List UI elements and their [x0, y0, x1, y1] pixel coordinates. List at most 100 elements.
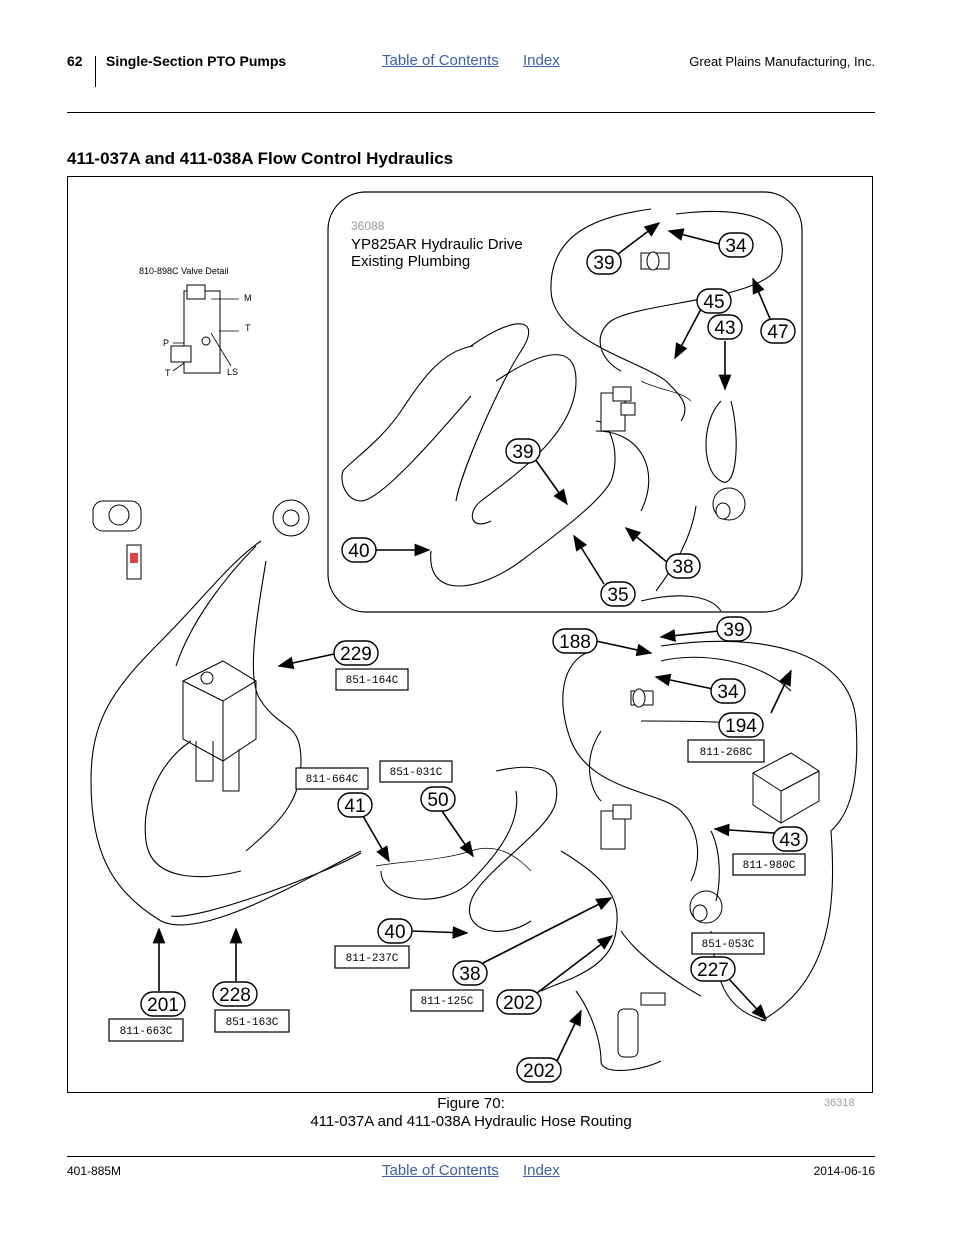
hydraulic-motor-top: [272, 499, 310, 537]
hose-routing-figure: 36088 YP825AR Hydraulic Drive Existing P…: [67, 176, 873, 1093]
main-hydraulic-motor: [689, 890, 723, 924]
inset-callout-40: 40: [341, 537, 377, 563]
company-name: Great Plains Manufacturing, Inc.: [689, 54, 875, 69]
callout-202-lower: 202: [516, 1057, 562, 1083]
figure-id: 36318: [824, 1097, 855, 1109]
svg-text:50: 50: [427, 790, 448, 811]
upper-tee-fitting: [630, 688, 654, 708]
inset-tee-fitting: [640, 251, 670, 271]
existing-plumbing-inset: [327, 191, 803, 613]
svg-text:201: 201: [147, 995, 179, 1016]
callout-50: 50: [420, 786, 456, 812]
svg-text:38: 38: [459, 964, 480, 985]
valve-port-t-right: T: [245, 323, 251, 333]
svg-text:851-053C: 851-053C: [702, 939, 755, 951]
svg-text:229: 229: [340, 644, 372, 665]
svg-text:39: 39: [593, 253, 614, 274]
inset-callout-39-top: 39: [586, 249, 622, 275]
part-number-811-237c: 811-237C: [334, 945, 410, 969]
page-number: 62: [67, 53, 83, 69]
svg-text:811-125C: 811-125C: [421, 996, 474, 1008]
svg-text:47: 47: [767, 322, 788, 343]
callout-228: 228: [212, 981, 258, 1007]
inset-title-line1: YP825AR Hydraulic Drive: [351, 236, 523, 253]
inset-callout-39-mid: 39: [505, 438, 541, 464]
section-title: Single-Section PTO Pumps: [106, 53, 287, 69]
svg-text:40: 40: [348, 541, 369, 562]
header-divider: [95, 56, 96, 87]
header-toc-link[interactable]: Table of Contents: [382, 52, 499, 69]
svg-text:45: 45: [703, 292, 724, 313]
callout-39: 39: [716, 616, 752, 642]
svg-text:38: 38: [672, 557, 693, 578]
footer-index-link[interactable]: Index: [523, 1162, 560, 1179]
inset-callout-47: 47: [760, 318, 796, 344]
callout-201: 201: [140, 991, 186, 1017]
svg-text:41: 41: [344, 796, 365, 817]
svg-text:35: 35: [607, 585, 628, 606]
callout-229: 229: [333, 640, 379, 666]
inset-callout-45: 45: [696, 288, 732, 314]
page-header: 62 Single-Section PTO Pumps Table of Con…: [0, 0, 954, 115]
figure-caption-label: Figure 70:: [437, 1095, 505, 1112]
valve-detail-title: 810-898C Valve Detail: [139, 266, 228, 276]
inset-figure-id: 36088: [351, 219, 385, 233]
footer-rule: [67, 1156, 875, 1157]
inset-callout-38: 38: [665, 553, 701, 579]
part-number-811-125c: 811-125C: [410, 989, 484, 1012]
filter-assembly: [617, 992, 666, 1058]
reservoir-tank: [182, 660, 257, 792]
svg-text:43: 43: [714, 318, 735, 339]
svg-text:227: 227: [697, 960, 729, 981]
part-number-811-268c: 811-268C: [687, 739, 765, 763]
figure-caption-title: 411-037A and 411-038A Hydraulic Hose Rou…: [310, 1113, 632, 1130]
main-flow-control-valve: [600, 804, 632, 850]
svg-text:202: 202: [523, 1061, 555, 1082]
svg-text:228: 228: [219, 985, 251, 1006]
svg-text:811-268C: 811-268C: [700, 747, 753, 759]
part-number-851-031c: 851-031C: [379, 760, 453, 783]
svg-text:40: 40: [384, 922, 405, 943]
callout-38: 38: [452, 960, 488, 986]
svg-text:851-163C: 851-163C: [226, 1017, 279, 1029]
svg-text:34: 34: [725, 236, 747, 257]
callout-34: 34: [710, 678, 746, 704]
svg-text:811-663C: 811-663C: [120, 1026, 173, 1038]
svg-text:43: 43: [779, 830, 800, 851]
callout-leaders: [152, 222, 792, 1062]
svg-text:39: 39: [723, 620, 744, 641]
inset-hoses: [341, 208, 783, 612]
header-index-link[interactable]: Index: [523, 52, 560, 69]
callout-41: 41: [337, 792, 373, 818]
footer-toc-link[interactable]: Table of Contents: [382, 1162, 499, 1179]
inset-flow-control-valve: [600, 386, 636, 432]
valve-port-ls: LS: [227, 367, 238, 377]
inset-callout-34: 34: [718, 232, 754, 258]
callout-188: 188: [552, 628, 598, 654]
callout-202-upper: 202: [496, 989, 542, 1015]
header-rule: [67, 112, 875, 113]
valve-port-p: P: [163, 338, 169, 348]
part-number-811-980c: 811-980C: [732, 853, 806, 876]
inset-callout-35: 35: [600, 581, 636, 607]
svg-text:34: 34: [717, 682, 739, 703]
svg-text:202: 202: [503, 993, 535, 1014]
electrical-box: [752, 752, 820, 824]
callout-194: 194: [718, 712, 764, 738]
valve-detail-drawing: [170, 284, 239, 374]
svg-text:811-664C: 811-664C: [306, 774, 359, 786]
svg-text:194: 194: [725, 716, 757, 737]
inset-callout-43: 43: [707, 314, 743, 340]
document-date: 2014-06-16: [813, 1164, 875, 1178]
svg-text:851-164C: 851-164C: [346, 675, 399, 687]
svg-text:188: 188: [559, 632, 591, 653]
part-number-851-053c: 851-053C: [691, 932, 765, 955]
callout-43: 43: [772, 826, 808, 852]
part-number-851-164c: 851-164C: [335, 668, 409, 691]
pto-pump-drawing: [92, 500, 142, 580]
valve-port-m: M: [244, 293, 252, 303]
page-heading: 411-037A and 411-038A Flow Control Hydra…: [67, 149, 454, 168]
valve-port-t-left: T: [165, 368, 171, 378]
callout-227: 227: [690, 956, 736, 982]
svg-text:851-031C: 851-031C: [390, 767, 443, 779]
